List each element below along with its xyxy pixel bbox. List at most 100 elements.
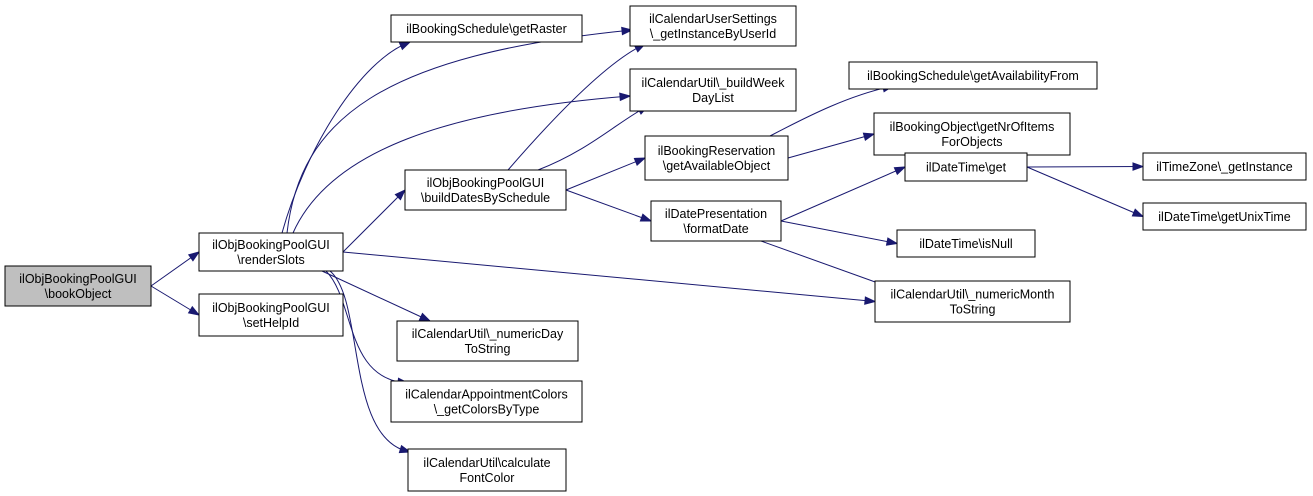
edge-buildDatesBySchedule-to-getAvailableObject	[565, 157, 647, 191]
node-label: \_getColorsByType	[434, 403, 540, 417]
edge-arrowhead	[187, 251, 201, 262]
node-box	[904, 152, 1028, 182]
edge-line	[787, 133, 875, 159]
node-label: ilDateTime\getUnixTime	[1158, 210, 1290, 224]
node-label: ilCalendarUtil\_buildWeek	[642, 76, 786, 90]
node-label: \formatDate	[683, 222, 748, 236]
edge-arrowhead	[1132, 162, 1145, 171]
edge-line	[321, 270, 431, 322]
node-box	[390, 14, 583, 43]
node-label: ilBookingObject\getNrOfItems	[890, 120, 1055, 134]
node-label: DayList	[692, 91, 734, 105]
edge-buildDatesBySchedule-to-buildWeekDayList	[537, 105, 650, 171]
edge-renderSlots-to-calculateFontColor	[329, 270, 412, 454]
edge-line	[537, 105, 649, 171]
node-box	[873, 112, 1071, 156]
node-label: \buildDatesBySchedule	[421, 191, 550, 205]
edge-line	[760, 240, 893, 289]
edge-arrowhead	[619, 92, 632, 102]
node-label: ilDatePresentation	[665, 207, 767, 221]
edge-arrowhead	[885, 237, 899, 246]
node-dtGet[interactable]: ilDateTime\get	[904, 152, 1028, 182]
node-setHelpId[interactable]: ilObjBookingPoolGUI\setHelpId	[198, 293, 344, 337]
edge-arrowhead	[187, 305, 201, 316]
edge-arrowhead	[398, 444, 412, 454]
edge-arrowhead	[864, 296, 877, 305]
edge-line	[1026, 166, 1144, 168]
node-label: FontColor	[460, 471, 515, 485]
edge-arrowhead	[633, 157, 647, 166]
node-isNull[interactable]: ilDateTime\isNull	[896, 229, 1036, 258]
node-label: ilDateTime\get	[926, 161, 1007, 175]
edge-renderSlots-to-getRaster	[281, 41, 412, 234]
node-getAvailableObject[interactable]: ilBookingReservation\getAvailableObject	[644, 135, 789, 181]
edge-line	[565, 189, 652, 222]
edge-line	[342, 251, 876, 302]
node-label: ilCalendarUserSettings	[649, 12, 777, 26]
node-label: ToString	[950, 303, 996, 317]
node-getUnixTime[interactable]: ilDateTime\getUnixTime	[1142, 202, 1307, 231]
edge-arrowhead	[862, 132, 876, 141]
edge-arrowhead	[398, 41, 412, 51]
edge-line	[281, 41, 411, 234]
node-bookObject: ilObjBookingPoolGUI\bookObject	[4, 265, 152, 307]
node-box	[404, 169, 567, 211]
edge-bookObject-to-renderSlots	[150, 251, 201, 287]
edge-line	[325, 270, 409, 384]
node-label: ilObjBookingPoolGUI	[19, 272, 136, 286]
edge-getAvailableObject-to-getNrOfItemsForObjects	[787, 132, 876, 159]
node-label: ilCalendarUtil\calculate	[423, 456, 550, 470]
node-label: ilCalendarAppointmentColors	[405, 388, 568, 402]
edge-formatDate-to-numericMonthToString	[760, 240, 894, 289]
node-renderSlots[interactable]: ilObjBookingPoolGUI\renderSlots	[198, 232, 344, 272]
edge-line	[342, 189, 406, 253]
edge-dtGet-to-getUnixTime	[1026, 166, 1145, 218]
node-label: ilBookingSchedule\getAvailabilityFrom	[867, 69, 1079, 83]
node-label: \_getInstanceByUserId	[650, 27, 777, 41]
edge-arrowhead	[394, 188, 407, 201]
edge-arrowhead	[418, 312, 432, 322]
edge-arrowhead	[621, 26, 634, 36]
edge-arrowhead	[639, 213, 653, 222]
edge-arrowhead	[893, 166, 907, 176]
node-box	[1142, 152, 1307, 181]
node-box	[198, 293, 344, 337]
node-label: ToString	[465, 342, 511, 356]
node-label: ilDateTime\isNull	[919, 237, 1012, 251]
node-box	[896, 229, 1036, 258]
node-label: ilBookingSchedule\getRaster	[406, 22, 567, 36]
node-formatDate[interactable]: ilDatePresentation\formatDate	[650, 200, 782, 242]
node-label: ilCalendarUtil\_numericMonth	[891, 288, 1055, 302]
node-box	[407, 448, 567, 492]
edge-formatDate-to-dtGet	[780, 166, 907, 222]
edge-renderSlots-to-buildDatesBySchedule	[342, 188, 407, 253]
node-label: \bookObject	[45, 287, 112, 301]
node-getInstanceByUserId[interactable]: ilCalendarUserSettings\_getInstanceByUse…	[629, 5, 797, 47]
node-label: ilCalendarUtil\_numericDay	[412, 327, 564, 341]
node-buildDatesBySchedule[interactable]: ilObjBookingPoolGUI\buildDatesBySchedule	[404, 169, 567, 211]
call-graph-nodes: ilObjBookingPoolGUI\bookObjectilObjBooki…	[4, 5, 1307, 492]
node-label: ilObjBookingPoolGUI	[212, 238, 329, 252]
edge-formatDate-to-isNull	[780, 220, 899, 246]
node-label: ilTimeZone\_getInstance	[1156, 160, 1292, 174]
node-getRaster[interactable]: ilBookingSchedule\getRaster	[390, 14, 583, 43]
edge-line	[565, 157, 646, 191]
edge-renderSlots-to-buildWeekDayList	[292, 92, 632, 234]
node-label: ilObjBookingPoolGUI	[212, 301, 329, 315]
edge-line	[780, 220, 898, 244]
node-box	[1142, 202, 1307, 231]
edge-line	[507, 43, 646, 171]
node-label: \getAvailableObject	[663, 159, 771, 173]
node-getAvailabilityFrom[interactable]: ilBookingSchedule\getAvailabilityFrom	[848, 61, 1098, 90]
node-label: ilObjBookingPoolGUI	[427, 176, 544, 190]
node-getColorsByType[interactable]: ilCalendarAppointmentColors\_getColorsBy…	[390, 380, 583, 423]
edge-renderSlots-to-numericMonthToString	[342, 251, 877, 305]
node-tzGetInstance[interactable]: ilTimeZone\_getInstance	[1142, 152, 1307, 181]
edge-dtGet-to-tzGetInstance	[1026, 162, 1145, 171]
